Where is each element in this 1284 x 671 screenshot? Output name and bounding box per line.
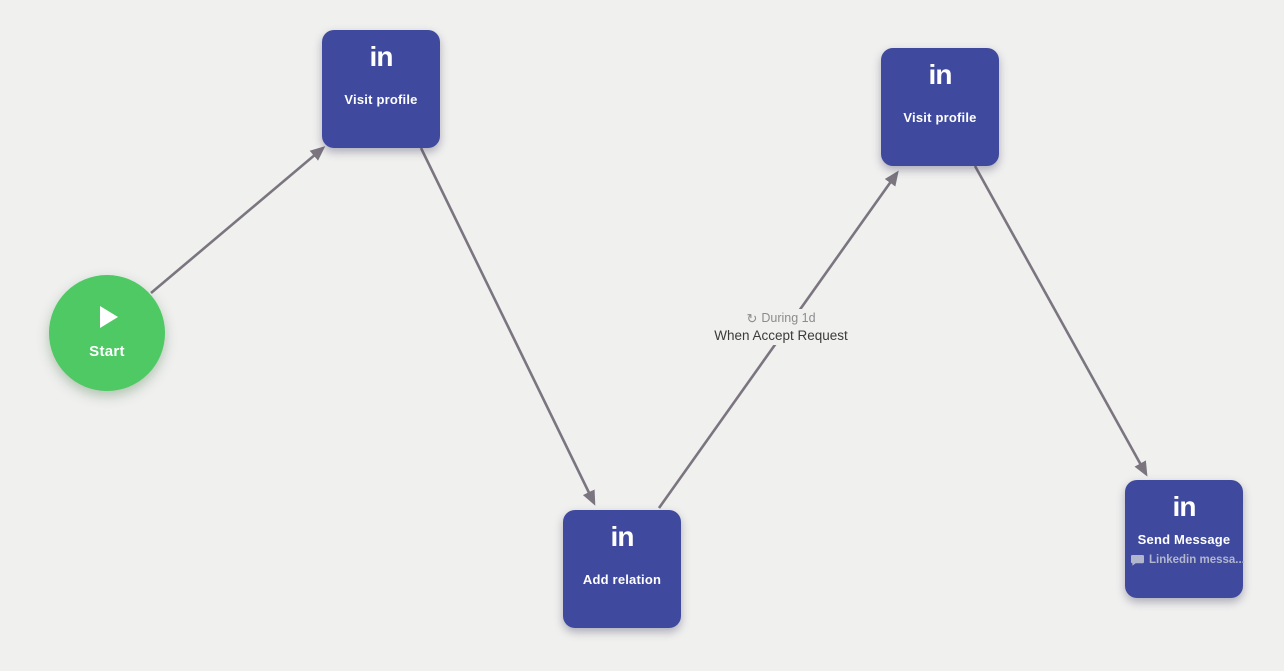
node-label: Add relation (582, 572, 662, 587)
edge-visit-profile-2-to-send-message (973, 165, 1148, 477)
start-node[interactable]: Start (49, 275, 165, 391)
edge-duration-text: During 1d (761, 311, 816, 325)
message-icon (1131, 554, 1144, 566)
node-label: Send Message (1137, 532, 1231, 547)
node-sublabel-text: Linkedin messa... (1149, 554, 1245, 566)
edge-condition-text: When Accept Request (714, 328, 848, 343)
node-send-message[interactable]: in Send Message Linkedin messa... (1125, 480, 1245, 598)
node-label: Visit profile (344, 92, 418, 107)
node-add-relation[interactable]: in Add relation (563, 510, 681, 628)
linkedin-logo-icon: in (928, 59, 953, 90)
node-sublabel: Linkedin messa... (1131, 554, 1245, 566)
edge-visit-profile-1-to-add-relation (419, 147, 596, 506)
linkedin-logo-icon: in (1172, 491, 1197, 522)
start-node-label: Start (89, 343, 125, 360)
edge-condition-label: ↻ During 1d When Accept Request (709, 309, 853, 345)
history-icon: ↻ (746, 310, 758, 326)
node-visit-profile-1[interactable]: in Visit profile (322, 30, 440, 148)
edge-start-to-visit-profile-1 (150, 146, 326, 294)
node-label: Visit profile (903, 110, 977, 125)
linkedin-logo-icon: in (610, 521, 635, 552)
play-icon (100, 306, 118, 328)
node-visit-profile-2[interactable]: in Visit profile (881, 48, 999, 166)
linkedin-logo-icon: in (369, 41, 394, 72)
edge-duration: ↻ During 1d (714, 311, 848, 325)
